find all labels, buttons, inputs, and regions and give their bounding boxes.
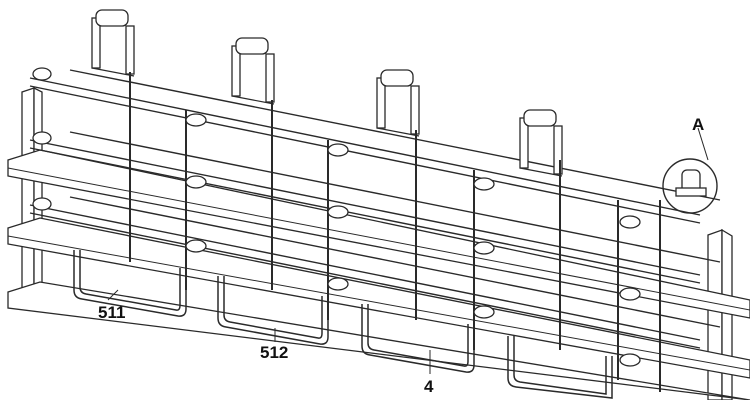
leader-lines — [107, 289, 431, 374]
u-handles — [73, 250, 613, 399]
base-beam — [7, 281, 750, 400]
middle-beam — [7, 217, 750, 379]
left-end-post — [21, 86, 43, 297]
callout-a: A — [692, 115, 704, 134]
tier-rails — [29, 69, 721, 349]
upper-beam — [7, 149, 750, 319]
crown-frames — [91, 9, 563, 177]
callout-4: 4 — [424, 377, 434, 396]
detail-circle-a — [662, 127, 718, 214]
callout-512: 512 — [260, 343, 288, 362]
clamp-knobs — [32, 67, 641, 367]
frame-posts — [129, 72, 661, 392]
callout-511: 511 — [98, 303, 125, 322]
